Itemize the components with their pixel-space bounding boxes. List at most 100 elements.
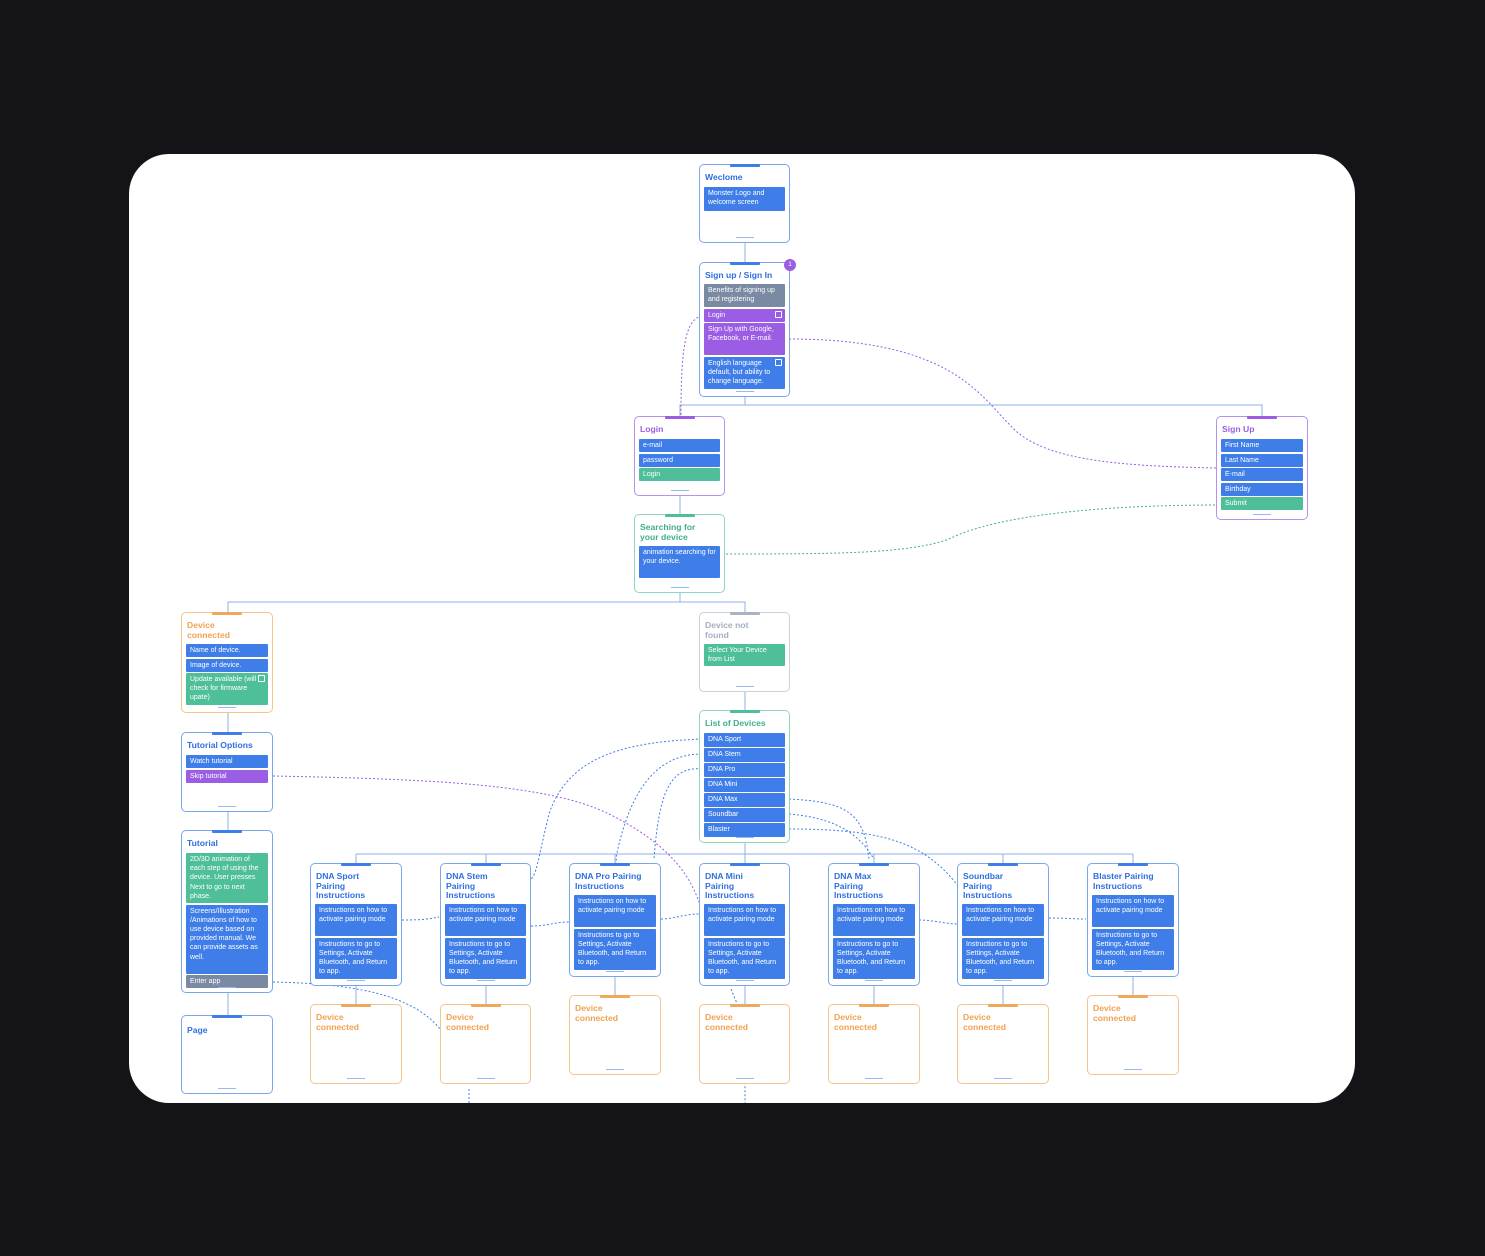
card-pairing-blaster[interactable]: Blaster Pairing Instructions Instruction… <box>1087 863 1179 977</box>
card-result-blaster[interactable]: Device connected <box>1087 995 1179 1075</box>
device-option-dna-stem[interactable]: DNA Stem <box>704 748 785 762</box>
pairing-step-settings[interactable]: Instructions to go to Settings, Activate… <box>833 937 915 979</box>
flow-enter-app <box>272 981 445 1035</box>
flow-submit-searching <box>725 504 1220 555</box>
card-tutorial-options[interactable]: Tutorial Options Watch tutorial Skip tut… <box>181 732 273 812</box>
device-option-dna-pro[interactable]: DNA Pro <box>704 763 785 777</box>
pairing-step-settings[interactable]: Instructions to go to Settings, Activate… <box>574 928 656 970</box>
login-item-button[interactable]: Login <box>639 468 720 481</box>
flow-pair-2 <box>530 921 570 927</box>
comment-badge[interactable]: 1 <box>784 259 796 271</box>
card-page-title: Page <box>187 1025 208 1035</box>
pairing-step-settings[interactable]: Instructions to go to Settings, Activate… <box>1092 928 1174 970</box>
pairing-step-activate[interactable]: Instructions on how to activate pairing … <box>574 895 656 927</box>
card-device-connected-title: Device connected <box>187 620 230 640</box>
pairing-step-activate[interactable]: Instructions on how to activate pairing … <box>445 904 526 936</box>
signup-item-login-label: Login <box>708 311 726 319</box>
pairing-title: DNA Mini Pairing Instructions <box>705 871 755 901</box>
tutorial-item-animation[interactable]: 2D/3D animation of each step of using th… <box>186 853 268 903</box>
pairing-title: DNA Max Pairing Instructions <box>834 871 884 901</box>
note-icon[interactable] <box>258 675 265 682</box>
connected-item-image[interactable]: Image of device. <box>186 658 268 672</box>
pairing-step-activate[interactable]: Instructions on how to activate pairing … <box>962 904 1044 936</box>
card-pairing-dna-pro[interactable]: DNA Pro Pairing Instructions Instruction… <box>569 863 661 977</box>
card-searching[interactable]: Searching for your device animation sear… <box>634 514 725 593</box>
welcome-item-logo[interactable]: Monster Logo and welcome screen <box>704 187 785 211</box>
pairing-title: Blaster Pairing Instructions <box>1093 871 1154 891</box>
pairing-step-settings[interactable]: Instructions to go to Settings, Activate… <box>315 937 397 979</box>
device-option-dna-max[interactable]: DNA Max <box>704 793 785 807</box>
login-item-email[interactable]: e-mail <box>639 439 720 452</box>
tutorial-skip-button[interactable]: Skip tutorial <box>186 769 268 783</box>
connected-item-update[interactable]: Update available (will check for firmwar… <box>186 673 268 705</box>
card-welcome[interactable]: Weclome Monster Logo and welcome screen <box>699 164 790 243</box>
card-result-dna-stem[interactable]: Device connected <box>440 1004 531 1084</box>
flow-pair-3 <box>660 913 700 920</box>
signup-field-last-name[interactable]: Last Name <box>1221 453 1303 467</box>
signup-field-email[interactable]: E-mail <box>1221 468 1303 481</box>
flow-signup-item <box>788 338 1220 469</box>
signup-item-benefits[interactable]: Benefits of signing up and registering <box>704 284 785 307</box>
device-option-dna-sport[interactable]: DNA Sport <box>704 733 785 747</box>
tutorial-watch-button[interactable]: Watch tutorial <box>186 755 268 768</box>
card-login-title: Login <box>640 424 664 434</box>
card-pairing-soundbar[interactable]: Soundbar Pairing Instructions Instructio… <box>957 863 1049 986</box>
login-item-password[interactable]: password <box>639 453 720 467</box>
card-signup[interactable]: Sign Up First Name Last Name E-mail Birt… <box>1216 416 1308 520</box>
card-login[interactable]: Login e-mail password Login <box>634 416 725 496</box>
card-result-dna-pro[interactable]: Device connected <box>569 995 661 1075</box>
signup-item-login[interactable]: Login <box>704 308 785 322</box>
result-title: Device connected <box>963 1012 1006 1032</box>
card-signup-signin-title: Sign up / Sign In <box>705 270 773 280</box>
device-option-soundbar[interactable]: Soundbar <box>704 808 785 822</box>
result-title: Device connected <box>316 1012 359 1032</box>
card-pairing-dna-sport[interactable]: DNA Sport Pairing Instructions Instructi… <box>310 863 402 986</box>
flow-pair-1 <box>401 916 440 921</box>
flow-soundbar <box>788 813 875 860</box>
note-icon[interactable] <box>775 358 782 366</box>
card-result-dna-max[interactable]: Device connected <box>828 1004 920 1084</box>
card-device-not-found[interactable]: Device not found Select Your Device from… <box>699 612 790 692</box>
pairing-step-settings[interactable]: Instructions to go to Settings, Activate… <box>445 937 526 979</box>
notfound-item-select[interactable]: Select Your Device from List <box>704 644 785 666</box>
connected-item-name[interactable]: Name of device. <box>186 644 268 657</box>
flow-board: Weclome Monster Logo and welcome screen … <box>129 154 1355 1103</box>
pairing-step-settings[interactable]: Instructions to go to Settings, Activate… <box>704 937 785 979</box>
pairing-step-activate[interactable]: Instructions on how to activate pairing … <box>833 904 915 936</box>
card-result-dna-mini[interactable]: Device connected <box>699 1004 790 1084</box>
device-option-dna-mini[interactable]: DNA Mini <box>704 778 785 792</box>
flow-blaster <box>788 828 988 909</box>
signup-item-social[interactable]: Sign Up with Google, Facebook, or E-mail… <box>704 323 785 355</box>
card-device-connected[interactable]: Device connected Name of device. Image o… <box>181 612 273 713</box>
card-result-dna-sport[interactable]: Device connected <box>310 1004 402 1084</box>
pairing-step-activate[interactable]: Instructions on how to activate pairing … <box>315 904 397 936</box>
connector-pairing-connected <box>355 977 1134 1004</box>
tutorial-enter-app-button[interactable]: Enter app <box>186 975 268 988</box>
device-option-blaster[interactable]: Blaster <box>704 823 785 837</box>
card-pairing-dna-max[interactable]: DNA Max Pairing Instructions Instruction… <box>828 863 920 986</box>
pairing-step-activate[interactable]: Instructions on how to activate pairing … <box>704 904 785 936</box>
card-searching-title: Searching for your device <box>640 522 696 542</box>
card-tutorial[interactable]: Tutorial 2D/3D animation of each step of… <box>181 830 273 993</box>
flow-skip-tutorial <box>272 775 700 903</box>
signup-field-first-name[interactable]: First Name <box>1221 439 1303 452</box>
flow-login-item <box>680 315 703 417</box>
card-list-of-devices-title: List of Devices <box>705 718 766 728</box>
searching-item-animation[interactable]: animation searching for your device. <box>639 546 720 578</box>
flow-dna-sport <box>530 738 703 880</box>
card-page[interactable]: Page <box>181 1015 273 1094</box>
card-list-of-devices[interactable]: List of Devices DNA Sport DNA Stem DNA P… <box>699 710 790 843</box>
signup-field-birthday[interactable]: Birthday <box>1221 482 1303 496</box>
note-icon[interactable] <box>775 310 782 318</box>
pairing-step-settings[interactable]: Instructions to go to Settings, Activate… <box>962 937 1044 979</box>
card-pairing-dna-mini[interactable]: DNA Mini Pairing Instructions Instructio… <box>699 863 790 986</box>
flow-dna-stem <box>614 753 703 867</box>
card-result-soundbar[interactable]: Device connected <box>957 1004 1049 1084</box>
card-signup-signin[interactable]: Sign up / Sign In Benefits of signing up… <box>699 262 790 397</box>
pairing-step-activate[interactable]: Instructions on how to activate pairing … <box>1092 895 1174 927</box>
card-tutorial-title: Tutorial <box>187 838 218 848</box>
signup-item-language[interactable]: English language default, but ability to… <box>704 356 785 389</box>
signup-submit-button[interactable]: Submit <box>1221 497 1303 510</box>
tutorial-item-screens[interactable]: Screens/Illustration /Animations of how … <box>186 904 268 974</box>
card-pairing-dna-stem[interactable]: DNA Stem Pairing Instructions Instructio… <box>440 863 531 986</box>
